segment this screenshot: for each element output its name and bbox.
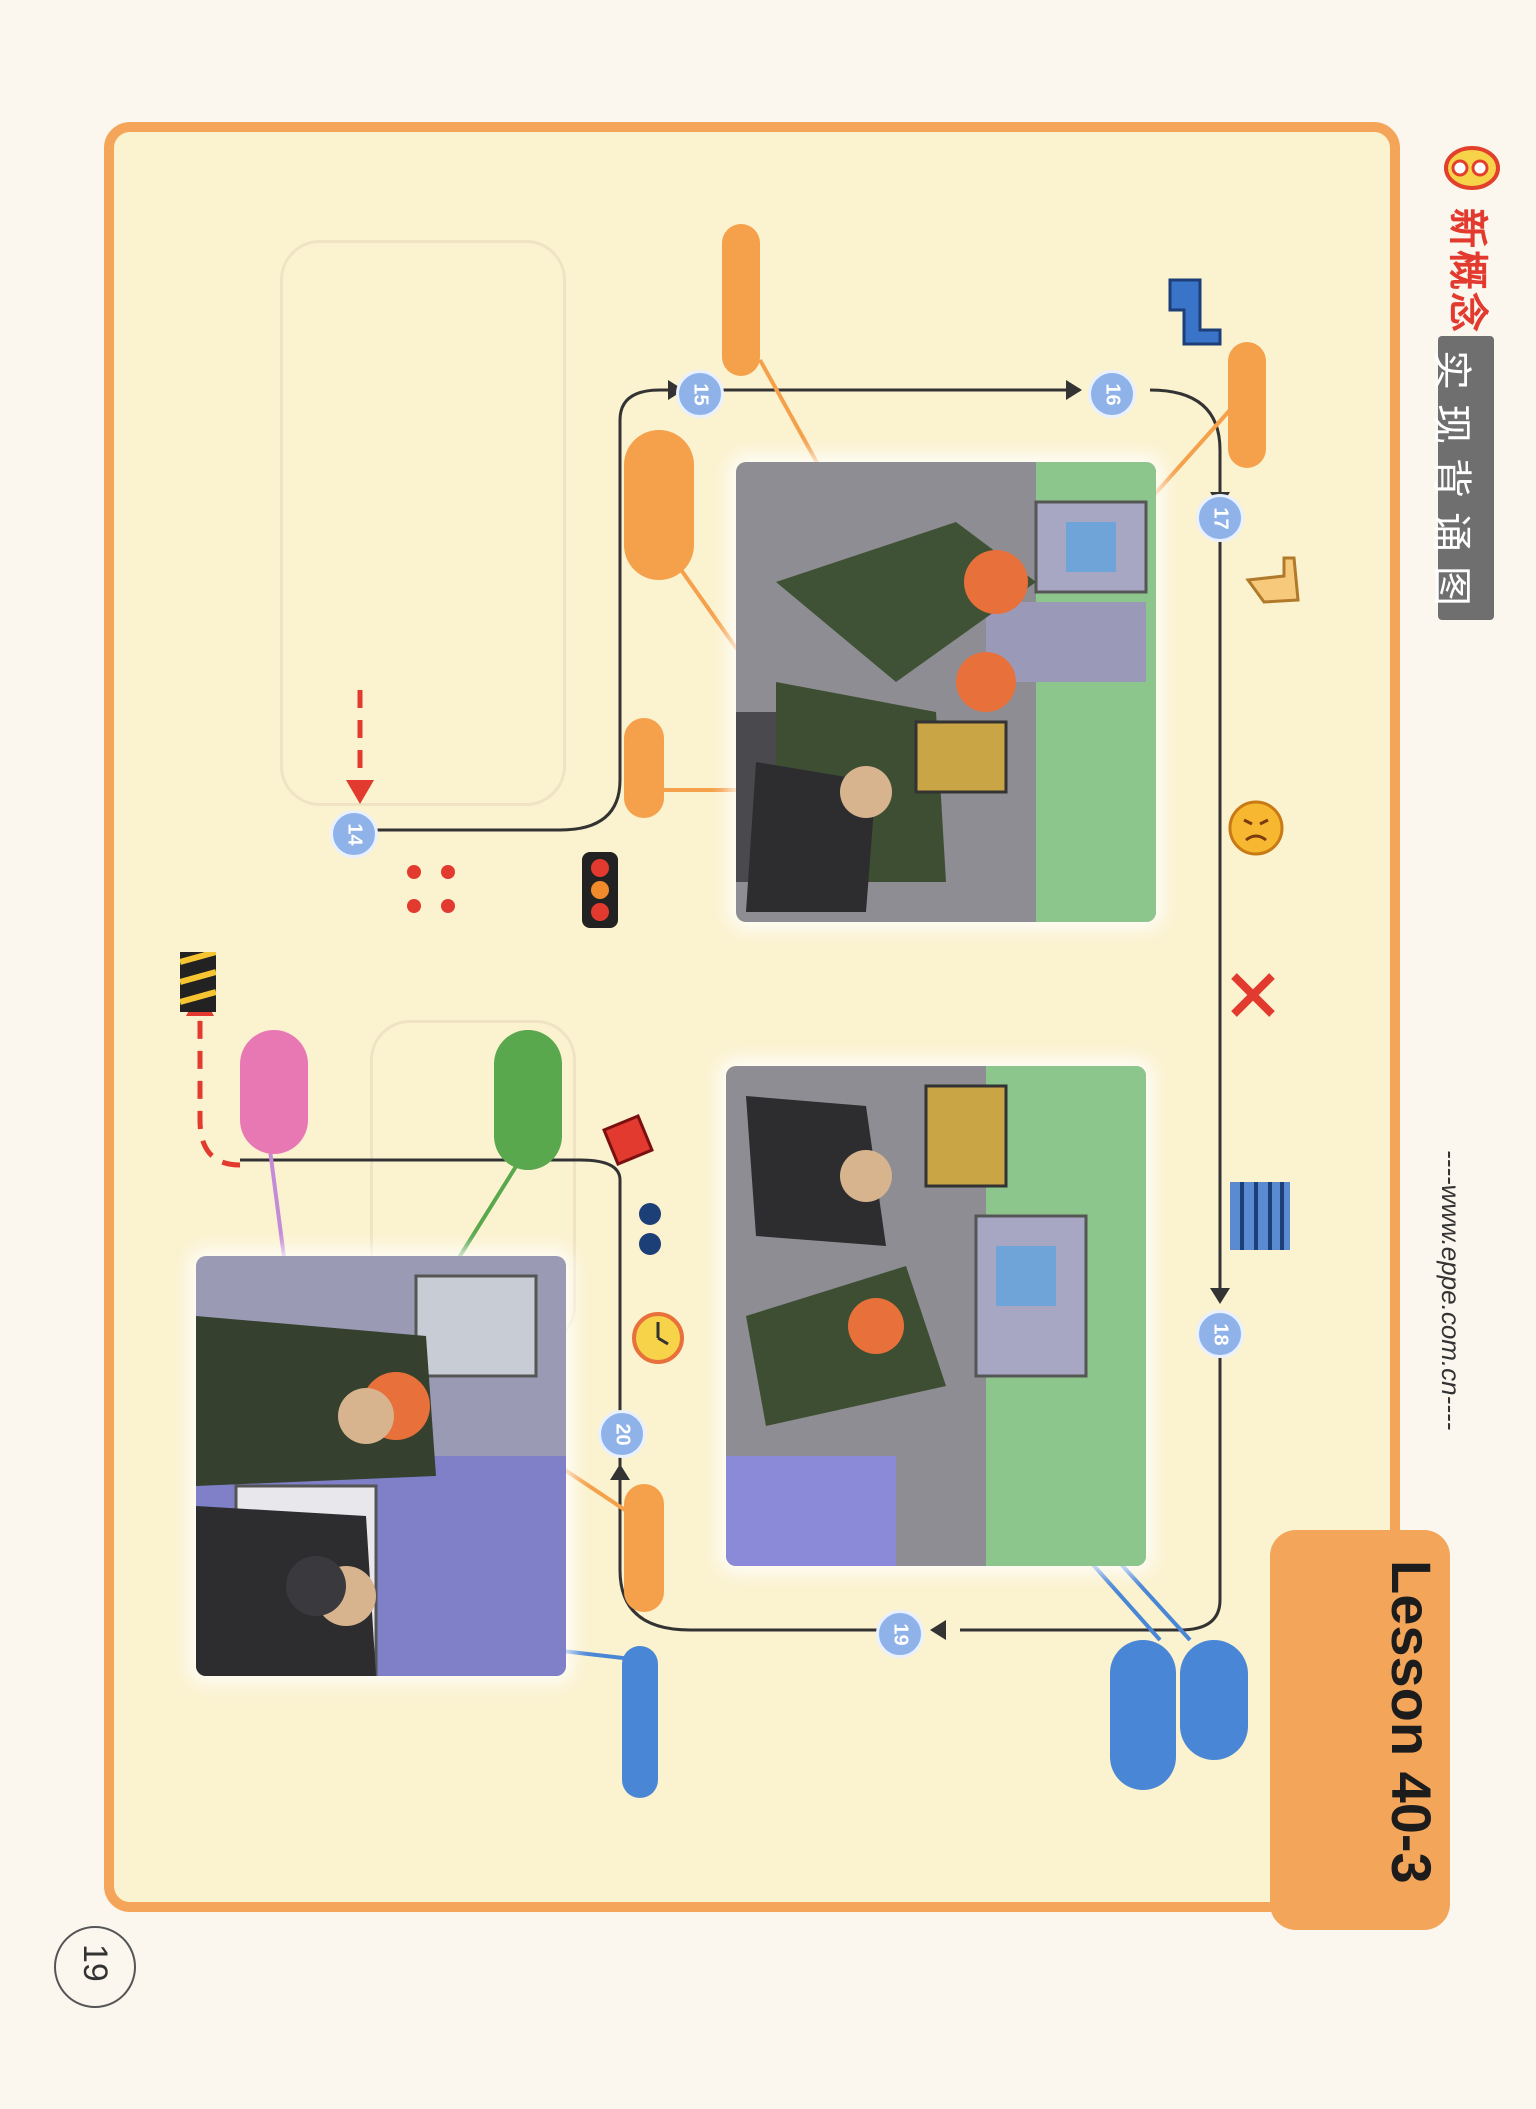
jail-bars-icon [1228,1180,1292,1257]
ghost-panel-top [280,240,566,806]
step-node-17: 17 [1196,494,1244,542]
story-illustration-top [736,462,1156,922]
traffic-light-icon [580,850,620,935]
cross-mark-icon [1228,970,1278,1025]
pointing-hand-icon [1244,550,1314,615]
answer-slot-blue-3 [622,1646,658,1798]
phone-box-icon [598,1110,658,1175]
hazard-sign-icon [179,949,217,1017]
story-illustration-middle [726,1066,1146,1566]
answer-slot-green [494,1030,562,1170]
step-node-16: 16 [1088,370,1136,418]
brand-logo [1436,140,1506,196]
step-node-18: 18 [1196,1310,1244,1358]
step-node-15: 15 [676,370,724,418]
answer-slot-pink [240,1030,308,1154]
section-title-box [1438,336,1494,620]
answer-slot-orange-4 [1228,342,1266,468]
answer-slot-blue-2 [1180,1640,1248,1760]
angry-face-icon [1226,798,1286,863]
dots-mark [404,862,458,916]
step-node-19: 19 [876,1610,924,1658]
story-illustration-bottom [196,1256,566,1676]
answer-slot-orange-3 [624,718,664,818]
step-node-20: 20 [598,1410,646,1458]
step-node-14: 14 [330,810,378,858]
gun-icon [1160,270,1230,355]
page-number-circle [54,1926,136,2008]
clock-icon [630,1310,686,1371]
answer-slot-orange-5 [624,1484,664,1612]
lesson-tab [1270,1530,1450,1930]
answer-slot-orange-2 [624,430,694,580]
answer-slot-blue-1 [1110,1640,1176,1790]
eyes-icon [630,1200,670,1265]
answer-slot-orange-1 [722,224,760,376]
